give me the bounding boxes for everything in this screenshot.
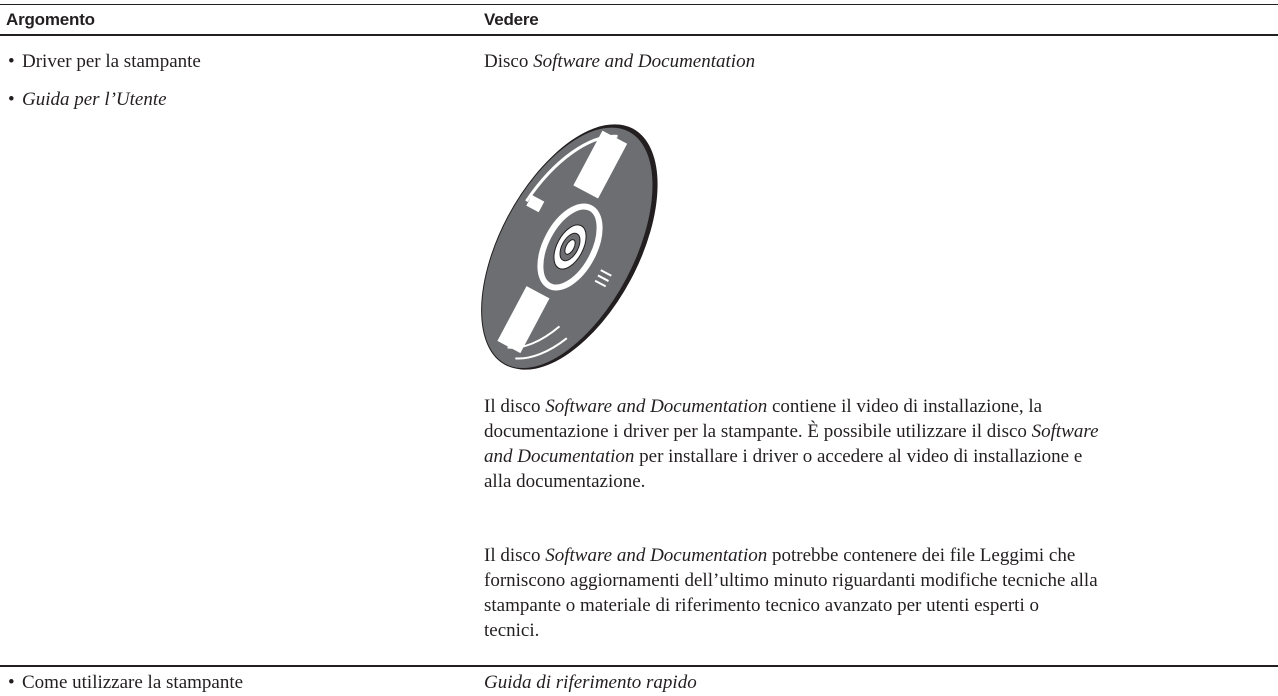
- media-prefix: Disco: [484, 51, 534, 72]
- table-top-rule: [0, 4, 1278, 5]
- row-divider-rule: [0, 665, 1278, 667]
- media-caption: Disco Software and Documentation: [484, 51, 755, 73]
- quick-reference-guide-title: Guida di riferimento rapido: [484, 672, 697, 693]
- disc-illustration: [470, 115, 670, 379]
- readme-note-paragraph: Il disco Software and Documentation potr…: [484, 545, 1098, 641]
- topic-item-user-guide: • Guida per l’Utente: [8, 89, 167, 111]
- topic-text: Driver per la stampante: [22, 51, 201, 72]
- topic-text: Guida per l’Utente: [22, 89, 167, 110]
- column-header-vedere: Vedere: [484, 10, 539, 29]
- disc-description-paragraph: Il disco Software and Documentation cont…: [484, 396, 1099, 492]
- column-header-argomento: Argomento: [6, 10, 95, 29]
- header-bottom-rule: [0, 34, 1278, 36]
- topic-text: Come utilizzare la stampante: [22, 672, 244, 693]
- cd-disc-icon: [481, 124, 658, 370]
- bullet-marker: •: [8, 89, 15, 110]
- bullet-marker: •: [8, 51, 15, 72]
- topic-item-printer-usage: • Come utilizzare la stampante: [8, 672, 243, 694]
- bullet-marker: •: [8, 672, 15, 693]
- topic-item-driver: • Driver per la stampante: [8, 51, 201, 73]
- media-title: Software and Documentation: [533, 51, 756, 72]
